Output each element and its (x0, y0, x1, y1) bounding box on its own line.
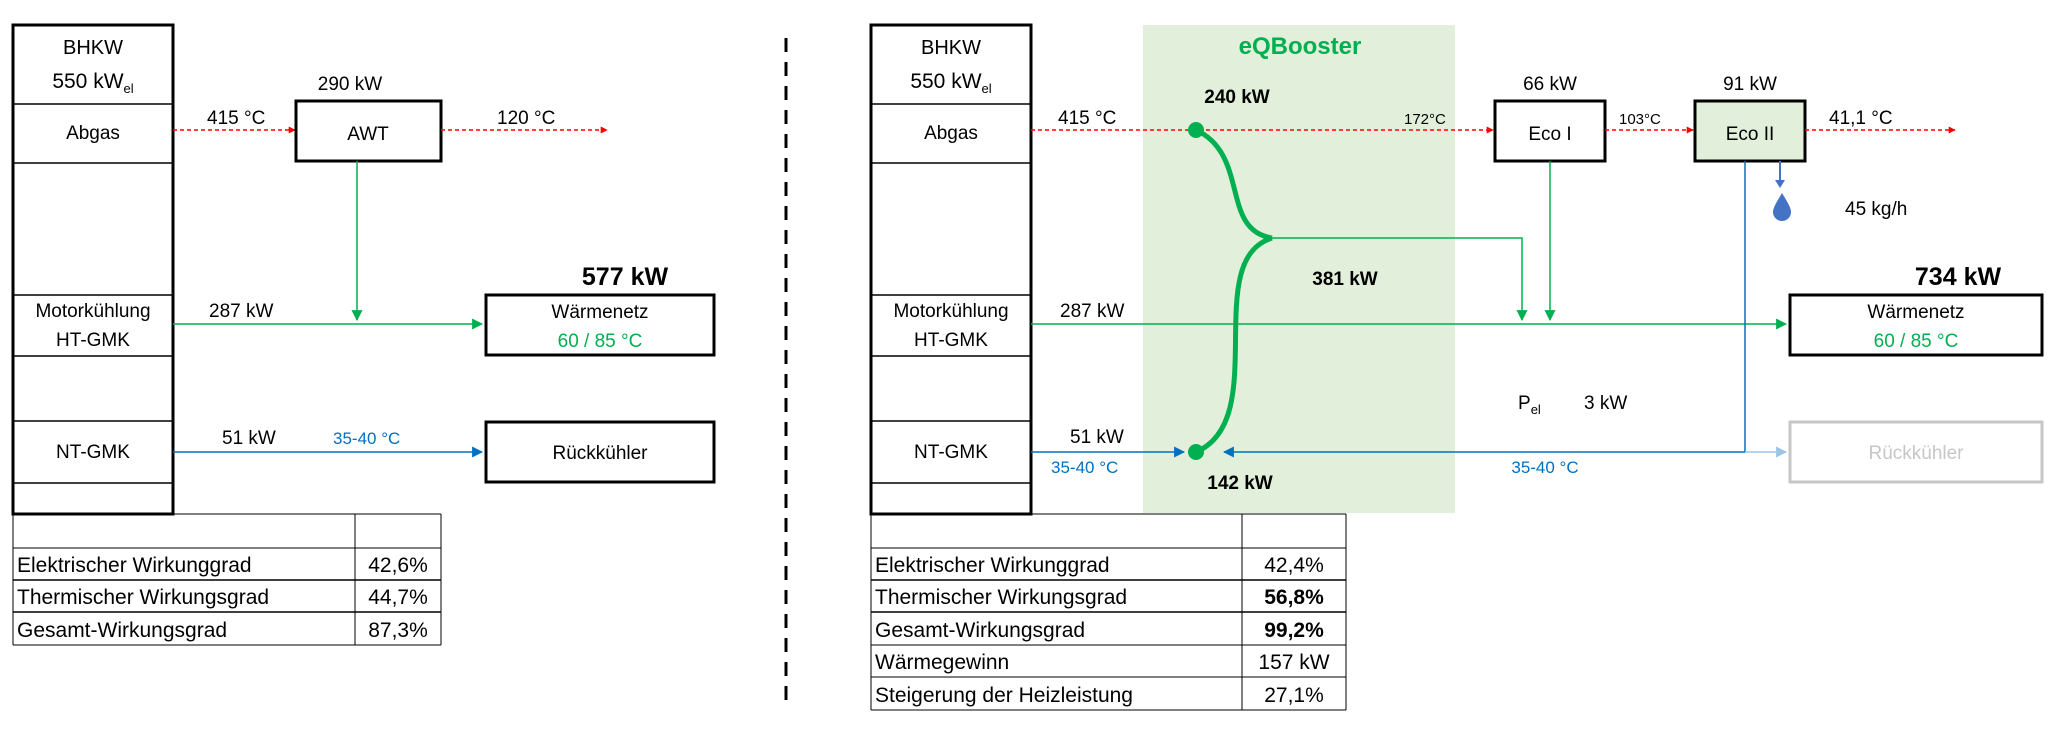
eco1-label: Eco I (1528, 124, 1571, 145)
booster-heat-line (1272, 237, 1528, 322)
table-row-value: 42,6% (368, 554, 428, 577)
engine-row-cooling: Motorkühlung (35, 301, 150, 322)
water-drop-icon (1773, 193, 1791, 221)
booster-upper-arm (1194, 127, 1273, 241)
total-heat: 734 kW (1915, 263, 2002, 291)
condensate-value: 45 kg/h (1845, 199, 1907, 220)
engine-row-lt: NT-GMK (56, 442, 130, 463)
heat-network-box (1788, 293, 2044, 357)
ht-power: 287 kW (209, 301, 273, 322)
temp-after-booster: 172°C (1404, 111, 1446, 128)
awt-power: 290 kW (318, 74, 382, 95)
booster-exhaust-power: 240 kW (1204, 87, 1270, 108)
awt-box (294, 99, 443, 163)
left-diagram: BHKW 550 kWel Abgas Motorkühlung HT-GMK … (11, 23, 716, 646)
table-row-label: Steigerung der Heizleistung (875, 684, 1133, 707)
eco2-label: Eco II (1726, 124, 1775, 145)
engine-name: BHKW (921, 37, 981, 59)
exhaust-in-temp: 415 °C (1058, 108, 1116, 129)
booster-panel (1143, 25, 1455, 513)
engine-row-ht: HT-GMK (914, 330, 988, 351)
table-row-label: Gesamt-Wirkungsgrad (17, 619, 227, 642)
right-efficiency-table: Elektrischer Wirkunggrad 42,4% Thermisch… (870, 513, 1347, 711)
lt-power: 51 kW (1070, 427, 1124, 448)
lt-temp: 35-40 °C (333, 429, 400, 448)
exhaust-in-temp: 415 °C (207, 108, 265, 129)
eco1-box (1493, 99, 1607, 163)
recooler-label: Rückkühler (1868, 443, 1964, 464)
table-row-label: Elektrischer Wirkunggrad (17, 554, 252, 577)
condensate-arrow (1775, 180, 1785, 188)
engine-row-lt: NT-GMK (914, 442, 988, 463)
exhaust-out-temp: 120 °C (497, 108, 555, 129)
table-row-value: 157 kW (1258, 651, 1329, 674)
eco2-power: 91 kW (1723, 74, 1777, 95)
table-row-label: Elektrischer Wirkunggrad (875, 554, 1110, 577)
recooler-box-disabled (1788, 420, 2044, 484)
heat-network-label: Wärmenetz (1867, 302, 1964, 323)
temp-after-eco1: 103°C (1619, 111, 1661, 128)
booster-lt-power: 142 kW (1207, 473, 1273, 494)
pel-value: 3 kW (1584, 393, 1627, 414)
engine-row-ht: HT-GMK (56, 330, 130, 351)
heat-network-temps: 60 / 85 °C (1874, 331, 1959, 352)
table-row-value: 56,8% (1264, 586, 1324, 609)
table-row-value: 99,2% (1264, 619, 1324, 642)
table-row-value: 42,4% (1264, 554, 1324, 577)
eco2-box (1693, 99, 1807, 163)
left-engine-block: BHKW 550 kWel Abgas Motorkühlung HT-GMK … (11, 23, 175, 516)
heat-network-temps: 60 / 85 °C (558, 331, 643, 352)
recooler-label: Rückkühler (552, 443, 648, 464)
table-row-label: Thermischer Wirkungsgrad (875, 586, 1127, 609)
engine-power: 550 kWel (52, 70, 133, 96)
lt-power: 51 kW (222, 428, 276, 449)
table-row-value: 44,7% (368, 586, 428, 609)
booster-heat-power: 381 kW (1312, 269, 1378, 290)
recooler-box (484, 420, 716, 484)
heat-network-box (484, 293, 716, 357)
heat-network-label: Wärmenetz (551, 302, 648, 323)
table-row-value: 87,3% (368, 619, 428, 642)
engine-row-exhaust: Abgas (66, 123, 120, 144)
engine-row-cooling: Motorkühlung (893, 301, 1008, 322)
table-row-label: Thermischer Wirkungsgrad (17, 586, 269, 609)
engine-row-exhaust: Abgas (924, 123, 978, 144)
ht-power: 287 kW (1060, 301, 1124, 322)
lt-temp-left: 35-40 °C (1051, 458, 1118, 477)
booster-title: eQBooster (1239, 33, 1362, 60)
lt-temp-right: 35-40 °C (1511, 458, 1578, 477)
total-heat: 577 kW (582, 263, 669, 291)
table-row-label: Wärmegewinn (875, 651, 1009, 674)
table-row-value: 27,1% (1264, 684, 1324, 707)
eco1-power: 66 kW (1523, 74, 1577, 95)
exhaust-out-temp: 41,1 °C (1829, 108, 1893, 129)
pel-label: Pel (1518, 393, 1541, 417)
awt-label: AWT (347, 124, 389, 145)
table-row-label: Gesamt-Wirkungsgrad (875, 619, 1085, 642)
booster-lower-arm (1194, 235, 1273, 455)
engine-power: 550 kWel (910, 70, 991, 96)
left-efficiency-table: Elektrischer Wirkunggrad 42,6% Thermisch… (12, 513, 442, 646)
right-diagram: eQBooster BHKW 550 kWel Abgas Motorkühlu… (869, 23, 2044, 711)
engine-name: BHKW (63, 37, 123, 59)
right-engine-block: BHKW 550 kWel Abgas Motorkühlung HT-GMK … (869, 23, 1033, 516)
